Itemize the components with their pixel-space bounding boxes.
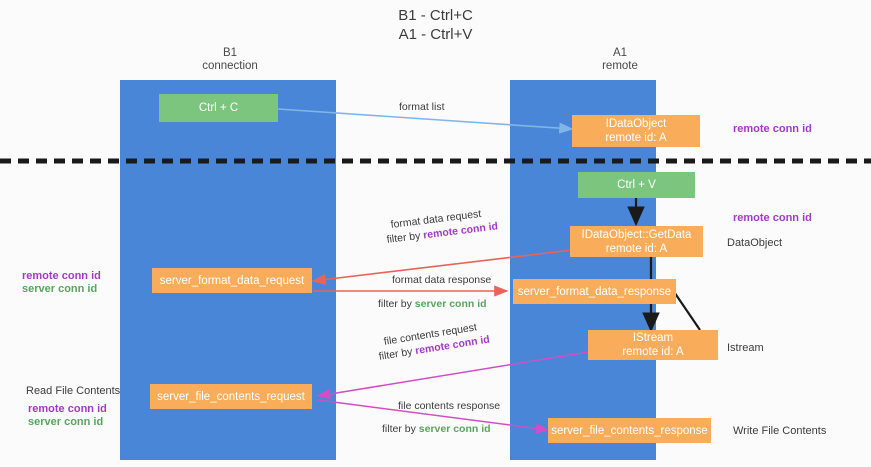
- edge-label-format-data-response-filter: filter by server conn id: [378, 298, 487, 311]
- annotation-left-bottom-remote-conn-id: remote conn id: [28, 403, 107, 415]
- edge-label-format-data-response: format data response: [392, 274, 492, 286]
- box-server-format-data-request[interactable]: server_format_data_request: [152, 268, 312, 293]
- box-server-file-contents-request[interactable]: server_file_contents_request: [150, 384, 312, 409]
- filter-key-server-conn-id: server conn id: [414, 298, 487, 310]
- filter-prefix: filter by: [382, 423, 419, 435]
- filter-prefix: filter by: [378, 298, 415, 310]
- column-header-a1: A1 remote: [602, 47, 638, 72]
- annotation-remote-conn-id-mid: remote conn id: [733, 212, 812, 224]
- annotation-read-file-contents: Read File Contents: [26, 385, 121, 397]
- box-ctrl-v[interactable]: Ctrl + V: [578, 172, 695, 198]
- box-istream[interactable]: IStream remote id: A: [588, 330, 718, 360]
- annotation-remote-conn-id-top: remote conn id: [733, 123, 812, 135]
- page-title: B1 - Ctrl+C A1 - Ctrl+V: [398, 7, 473, 43]
- filter-key-server-conn-id: server conn id: [418, 423, 491, 435]
- annotation-left-bottom-server-conn-id: server conn id: [28, 416, 104, 428]
- annotation-left-server-conn-id: server conn id: [22, 283, 98, 295]
- annotation-left-remote-conn-id: remote conn id: [22, 270, 101, 282]
- box-idataobject[interactable]: IDataObject remote id: A: [572, 115, 700, 147]
- column-header-b1: B1 connection: [202, 47, 258, 72]
- box-ctrl-c[interactable]: Ctrl + C: [159, 94, 278, 122]
- annotation-write-file-contents: Write File Contents: [733, 425, 827, 437]
- edge-label-file-contents-response: file contents response: [398, 400, 501, 412]
- edge-label-file-contents-response-filter: filter by server conn id: [382, 423, 491, 436]
- annotation-istream: Istream: [727, 342, 764, 354]
- box-server-file-contents-response[interactable]: server_file_contents_response: [548, 418, 711, 443]
- box-idataobject-getdata[interactable]: IDataObject::GetData remote id: A: [570, 226, 703, 257]
- box-server-format-data-response[interactable]: server_format_data_response: [513, 279, 676, 304]
- edge-label-format-list: format list: [399, 101, 445, 113]
- filter-prefix: filter by: [378, 345, 417, 363]
- annotation-dataobject: DataObject: [727, 237, 783, 249]
- filter-prefix: filter by: [386, 229, 424, 246]
